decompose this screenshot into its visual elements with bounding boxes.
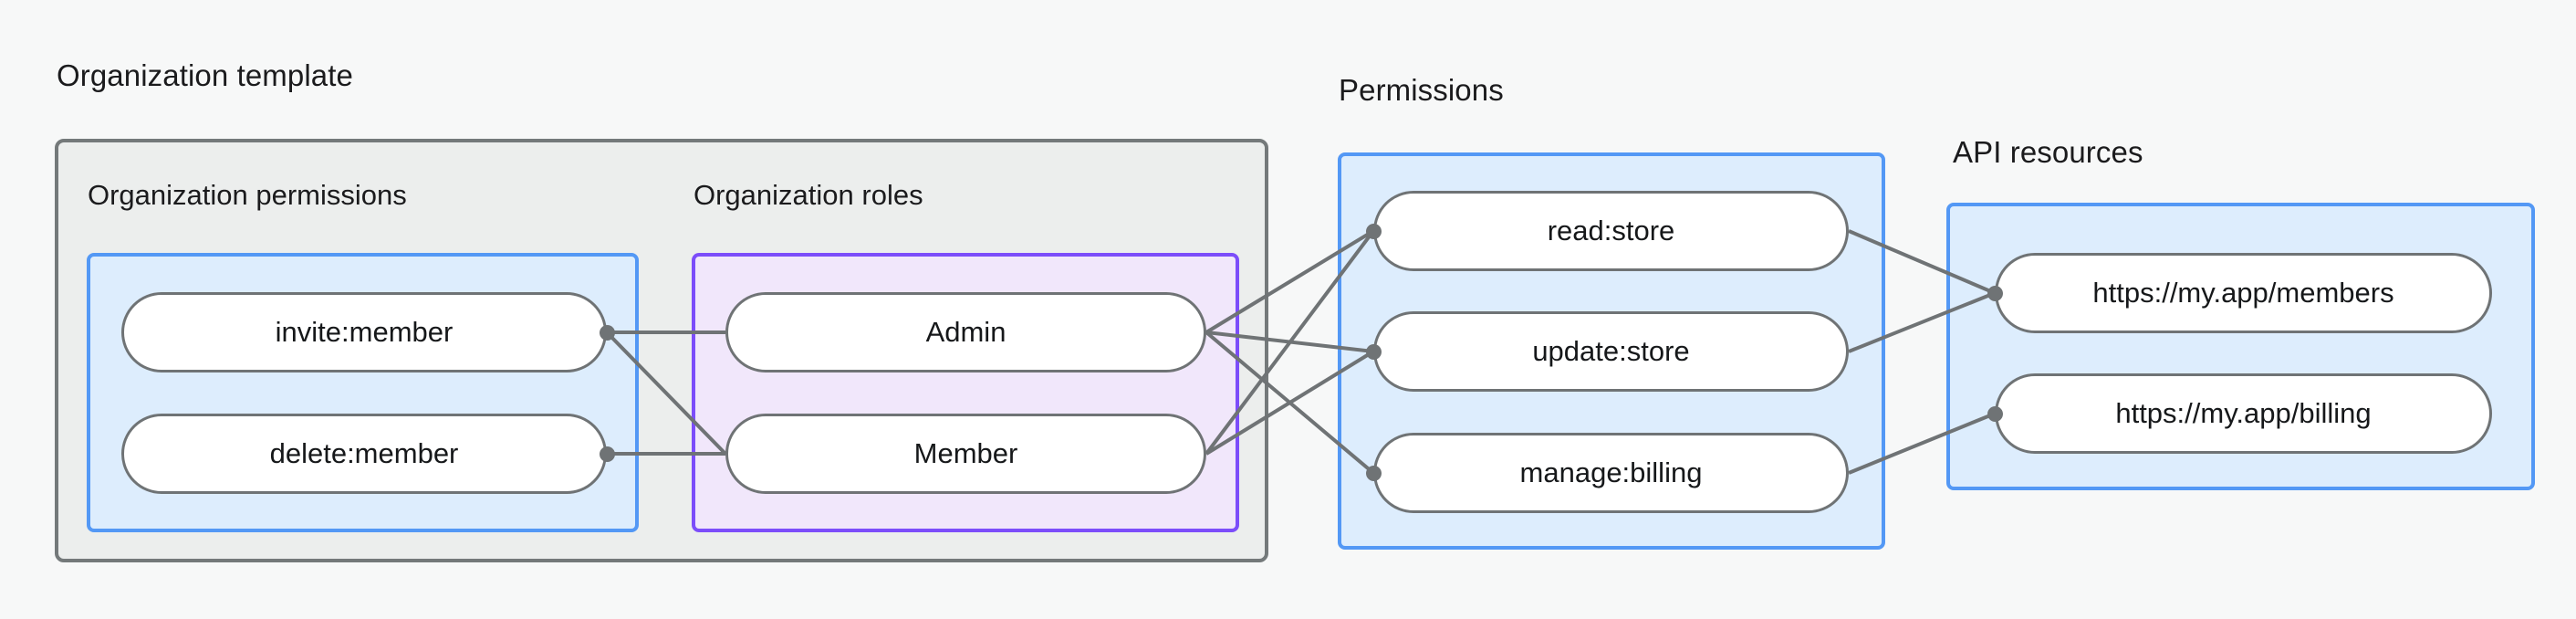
port-invite-member-out [599,324,615,341]
node-manage-billing[interactable]: manage:billing [1373,433,1849,513]
port-update-store-in [1365,343,1382,360]
permissions-title: Permissions [1339,73,1504,107]
node-delete-member[interactable]: delete:member [121,414,607,494]
port-delete-member-out [599,446,615,462]
organization-roles-title: Organization roles [694,179,923,211]
node-member[interactable]: Member [725,414,1206,494]
port-read-store-in [1365,223,1382,239]
node-admin[interactable]: Admin [725,292,1206,372]
node-billing-url[interactable]: https://my.app/billing [1995,373,2492,454]
organization-permissions-title: Organization permissions [88,179,407,211]
node-invite-member[interactable]: invite:member [121,292,607,372]
port-members-url-in [1987,285,2003,301]
node-read-store[interactable]: read:store [1373,191,1849,271]
api-resources-title: API resources [1953,135,2143,169]
port-billing-url-in [1987,405,2003,422]
node-update-store[interactable]: update:store [1373,311,1849,392]
port-manage-billing-in [1365,465,1382,481]
node-members-url[interactable]: https://my.app/members [1995,253,2492,333]
organization-template-title: Organization template [57,58,353,92]
